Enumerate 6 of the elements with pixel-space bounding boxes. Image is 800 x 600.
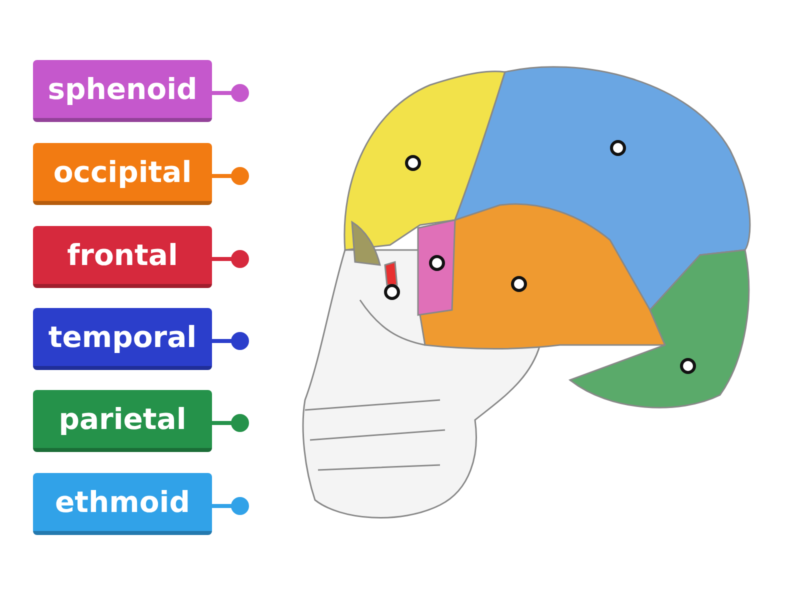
label-text: temporal [48, 320, 197, 354]
label-text: occipital [53, 155, 192, 189]
label-text: parietal [58, 402, 186, 436]
label-text: frontal [67, 238, 178, 272]
label-text: sphenoid [48, 72, 198, 106]
label-text: ethmoid [54, 485, 190, 519]
